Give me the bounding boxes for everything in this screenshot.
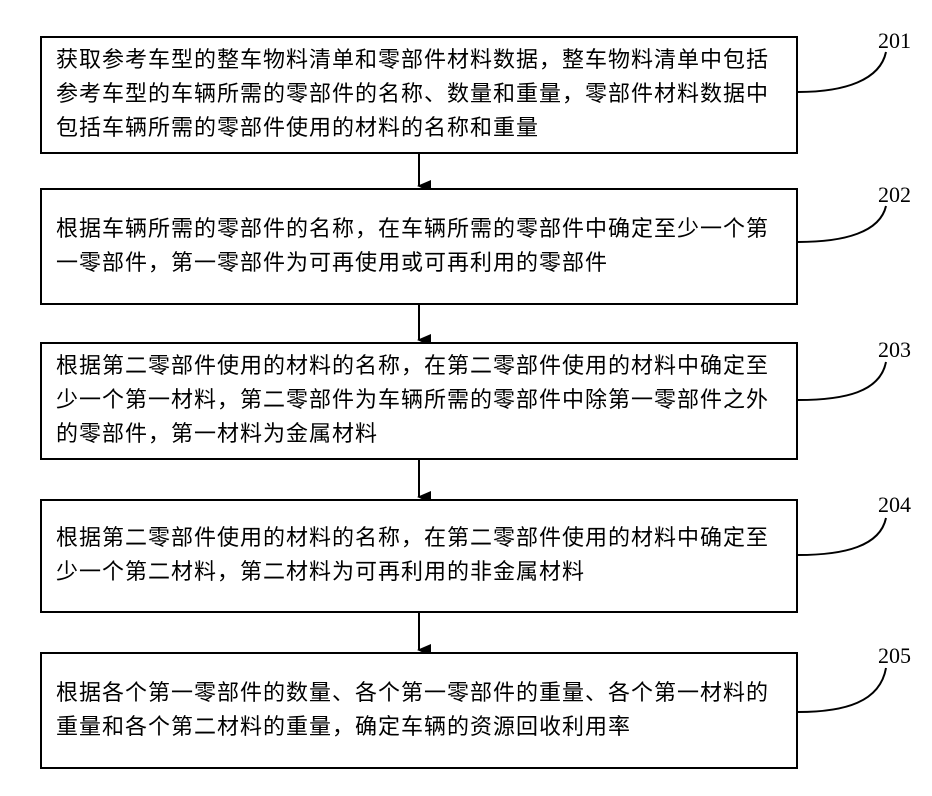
step-label-203: 203 bbox=[878, 337, 911, 363]
step-box-201: 获取参考车型的整车物料清单和零部件材料数据，整车物料清单中包括参考车型的车辆所需… bbox=[40, 36, 798, 154]
step-text-204: 根据第二零部件使用的材料的名称，在第二零部件使用的材料中确定至少一个第二材料，第… bbox=[42, 522, 796, 590]
step-text-202: 根据车辆所需的零部件的名称，在车辆所需的零部件中确定至少一个第一零部件，第一零部… bbox=[42, 213, 796, 281]
step-box-202: 根据车辆所需的零部件的名称，在车辆所需的零部件中确定至少一个第一零部件，第一零部… bbox=[40, 188, 798, 305]
leader-line-205 bbox=[798, 668, 886, 712]
step-box-204: 根据第二零部件使用的材料的名称，在第二零部件使用的材料中确定至少一个第二材料，第… bbox=[40, 499, 798, 613]
step-label-205: 205 bbox=[878, 643, 911, 669]
step-label-202: 202 bbox=[878, 182, 911, 208]
step-label-201: 201 bbox=[878, 28, 911, 54]
leader-line-203 bbox=[798, 362, 886, 400]
step-text-203: 根据第二零部件使用的材料的名称，在第二零部件使用的材料中确定至少一个第一材料，第… bbox=[42, 350, 796, 452]
leader-line-204 bbox=[798, 518, 886, 555]
leader-line-202 bbox=[798, 206, 886, 242]
step-box-205: 根据各个第一零部件的数量、各个第一零部件的重量、各个第一材料的重量和各个第二材料… bbox=[40, 652, 798, 769]
leader-line-201 bbox=[798, 52, 886, 92]
step-box-203: 根据第二零部件使用的材料的名称，在第二零部件使用的材料中确定至少一个第一材料，第… bbox=[40, 342, 798, 460]
step-label-204: 204 bbox=[878, 492, 911, 518]
step-text-201: 获取参考车型的整车物料清单和零部件材料数据，整车物料清单中包括参考车型的车辆所需… bbox=[42, 44, 796, 146]
step-text-205: 根据各个第一零部件的数量、各个第一零部件的重量、各个第一材料的重量和各个第二材料… bbox=[42, 677, 796, 745]
